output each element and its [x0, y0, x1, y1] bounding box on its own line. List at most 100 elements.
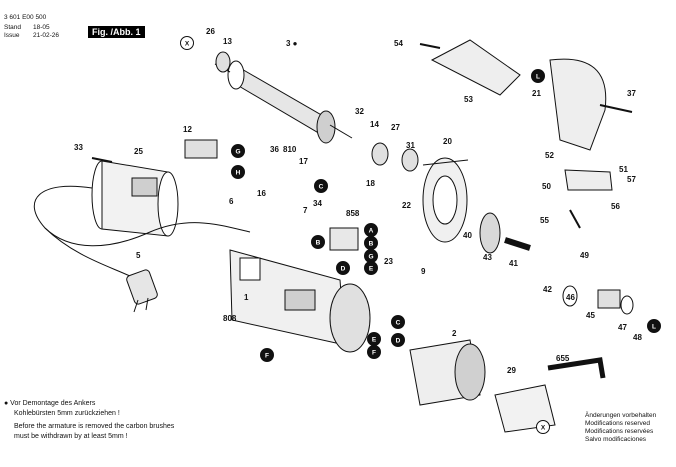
part-label: 52 — [545, 151, 554, 160]
part-label: 5 — [136, 251, 141, 260]
part-label: 46 — [566, 293, 575, 302]
gear-drawing — [479, 212, 501, 254]
screw-33-drawing — [91, 157, 113, 163]
part-label: 21 — [532, 89, 541, 98]
screw-55-drawing — [569, 209, 581, 229]
badge-letter: E — [372, 336, 377, 343]
part-label: 20 — [443, 137, 452, 146]
part-label: 45 — [586, 311, 595, 320]
part-label: 48 — [633, 333, 642, 342]
part-label: 55 — [540, 216, 549, 225]
note-en-line1: Before the armature is removed the carbo… — [14, 423, 175, 430]
bracket-drawing — [564, 169, 613, 191]
note-de-line2: Kohlebürsten 5mm zurückziehen ! — [14, 410, 120, 417]
badge-letter: E — [369, 265, 374, 272]
part-label: 49 — [580, 251, 589, 260]
armature-drawing — [214, 60, 353, 144]
plug-lead-drawing — [44, 227, 141, 283]
footer-line3: Modifications reservées — [585, 428, 654, 435]
badge-circle — [536, 420, 550, 434]
badge-circle — [311, 235, 325, 249]
badge-letter: G — [368, 253, 373, 260]
cable-drawing — [33, 185, 251, 247]
part-label: 54 — [394, 39, 403, 48]
badge-letter: L — [536, 73, 540, 80]
motor-housing-drawing — [229, 249, 371, 353]
part-label: 29 — [507, 366, 516, 375]
part-label: 2 — [452, 329, 457, 338]
badge-letter: F — [372, 349, 376, 356]
badge-circle — [336, 261, 350, 275]
guard-drawing — [430, 39, 521, 96]
part-label: 43 — [483, 253, 492, 262]
part-label: 33 — [74, 143, 83, 152]
badge-circle — [260, 348, 274, 362]
brush-holder-drawing — [409, 339, 486, 406]
figure-label: Fig. /Abb. 1 — [88, 26, 145, 38]
badge-circle — [647, 319, 661, 333]
badge-circle — [231, 165, 245, 179]
part-label: 1 — [244, 293, 249, 302]
badge-letter: A — [369, 227, 374, 234]
part-label: 31 — [406, 141, 415, 150]
part-label: 40 — [463, 231, 472, 240]
flange-drawing — [494, 384, 556, 433]
part-label: 41 — [509, 259, 518, 268]
spindle-drawing — [504, 237, 531, 251]
note-de-line1: ● Vor Demontage des Ankers — [4, 400, 96, 407]
badge-circle — [231, 144, 245, 158]
badge-letter: D — [341, 265, 346, 272]
part-label: 25 — [134, 147, 143, 156]
part-label: 14 — [370, 120, 379, 129]
part-label: 22 — [402, 201, 411, 210]
footer-line1: Änderungen vorbehalten — [585, 412, 657, 419]
clamp-45-drawing — [597, 289, 621, 309]
part-label: 16 — [257, 189, 266, 198]
part-label: 56 — [611, 202, 620, 211]
footer-line2: Modifications reserved — [585, 420, 651, 427]
badge-circle — [531, 69, 545, 83]
part-label: 17 — [299, 157, 308, 166]
part-label: 808 — [223, 314, 237, 323]
part-label: 37 — [627, 89, 636, 98]
part-label: 9 — [421, 267, 426, 276]
handle-drawing — [549, 58, 607, 151]
part-label: 858 — [346, 209, 360, 218]
plug-drawing — [126, 269, 158, 313]
stator-drawing — [91, 160, 179, 237]
stand-value: 18-05 — [33, 24, 50, 31]
badge-letter: D — [396, 337, 401, 344]
part-label: 42 — [543, 285, 552, 294]
switch-drawing — [329, 227, 359, 251]
screw-37-drawing — [599, 104, 633, 113]
part-label: 810 — [283, 145, 297, 154]
badge-circle — [314, 179, 328, 193]
stand-label: Stand — [4, 24, 21, 31]
part-label: 51 — [619, 165, 628, 174]
part-label: 47 — [618, 323, 627, 332]
part-label: 34 — [313, 199, 322, 208]
badge-letter: H — [236, 169, 241, 176]
badge-letter: F — [265, 352, 269, 359]
part-label: 32 — [355, 107, 364, 116]
part-label: 7 — [303, 206, 308, 215]
part-label: 57 — [627, 175, 636, 184]
badge-circle — [391, 315, 405, 329]
gear-housing-drawing — [422, 157, 469, 243]
screw-54-drawing — [419, 43, 441, 49]
part-label: 26 — [206, 27, 215, 36]
part-label: 3 ● — [286, 39, 298, 48]
part-label: 36 — [270, 145, 279, 154]
part-number: 3 601 E00 500 — [4, 14, 47, 21]
part-label: 23 — [384, 257, 393, 266]
part-label: 13 — [223, 37, 232, 46]
issue-label: Issue — [4, 32, 20, 39]
part-label: 12 — [183, 125, 192, 134]
issue-value: 21-02-26 — [33, 32, 60, 39]
hex-key-drawing — [547, 357, 606, 379]
part-label: 18 — [366, 179, 375, 188]
washer-47-drawing — [620, 295, 634, 315]
capacitor-drawing — [184, 139, 218, 159]
washer-46-drawing — [562, 285, 578, 307]
part-label: 50 — [542, 182, 551, 191]
